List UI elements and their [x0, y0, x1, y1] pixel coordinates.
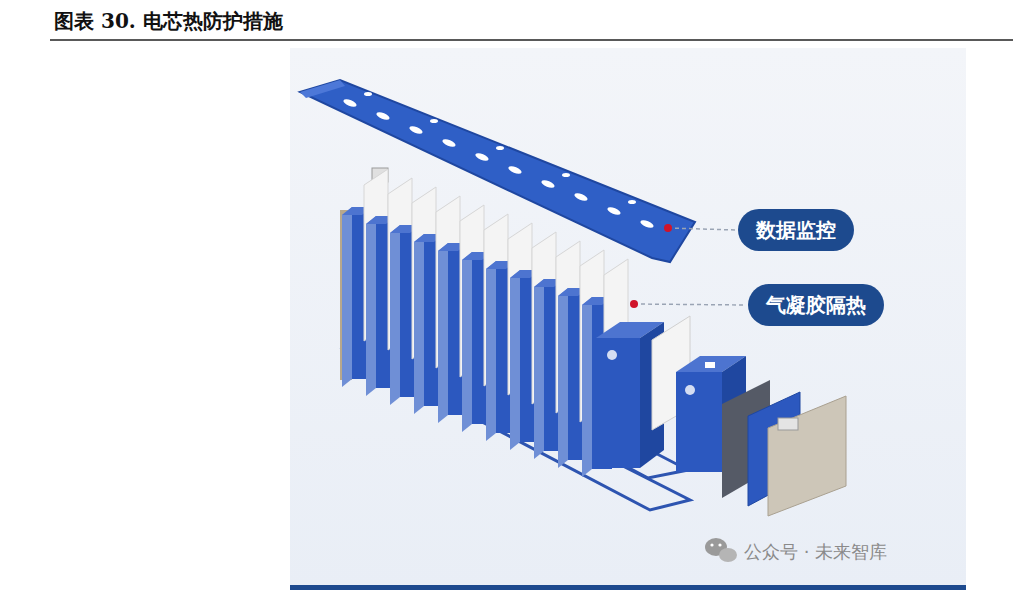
- leader-lines: [630, 224, 746, 308]
- cell-stack: [340, 168, 846, 516]
- title-rule: [50, 39, 1013, 41]
- callout-pill: 气凝胶隔热: [748, 284, 884, 326]
- wechat-icon: [705, 538, 737, 562]
- callout-text: 气凝胶隔热: [766, 292, 866, 319]
- panel-bar: [290, 585, 966, 590]
- figure-title: 图表 30. 电芯热防护措施: [54, 8, 283, 35]
- image-panel: [290, 48, 966, 588]
- callout-text: 数据监控: [756, 217, 836, 244]
- watermark: 公众号 · 未来智库: [744, 540, 887, 564]
- callout-pill: 数据监控: [738, 209, 854, 251]
